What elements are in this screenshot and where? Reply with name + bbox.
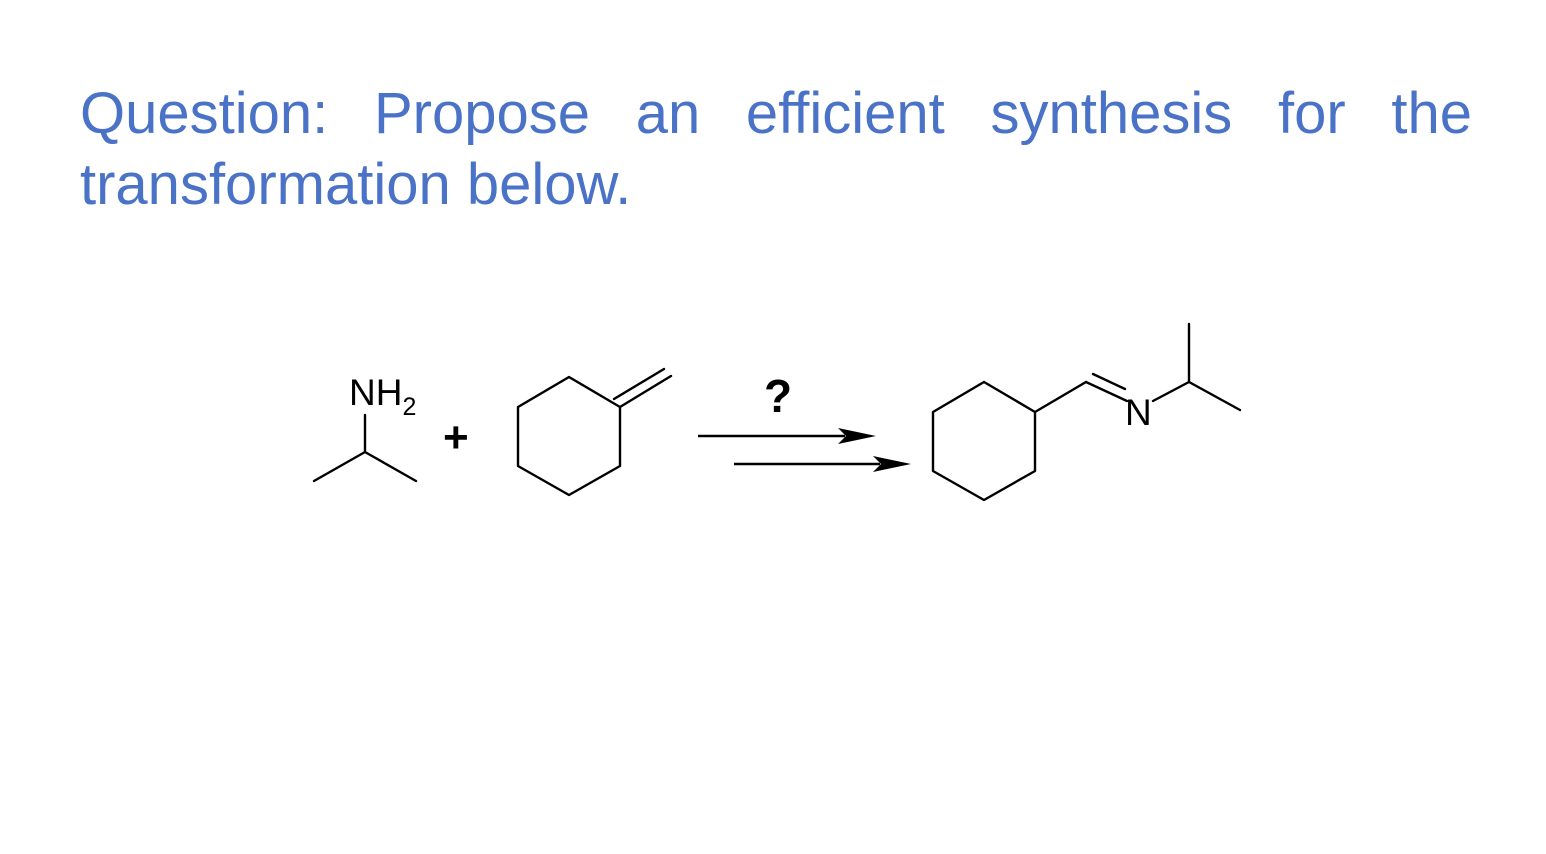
nh2-label: NH2 xyxy=(349,372,416,421)
reagent-question-mark: ? xyxy=(764,370,792,422)
isopropylamine-structure xyxy=(312,413,418,483)
exocyclic-double-bond-inner xyxy=(612,367,666,401)
nitrogen-label: N xyxy=(1125,392,1152,433)
plus-sign: + xyxy=(443,413,469,462)
nh-text: NH xyxy=(349,372,402,413)
imine-product-structure xyxy=(931,322,1242,502)
reaction-arrows xyxy=(698,428,911,472)
arrow-bottom-head xyxy=(873,456,911,472)
methylenecyclohexane-structure xyxy=(516,367,673,497)
bond-ring-ch xyxy=(1033,380,1088,414)
exocyclic-double-bond-outer xyxy=(618,374,673,409)
question-text: Question: Propose an efficient synthesis… xyxy=(80,81,1472,217)
bond-ch-methyl-right xyxy=(1187,380,1242,412)
cyclohexane-ring xyxy=(516,375,622,497)
bond-c-methyl-left xyxy=(312,450,367,483)
bond-c-methyl-right xyxy=(363,450,418,483)
nh2-subscript: 2 xyxy=(402,393,416,421)
bond-n-ch xyxy=(1151,380,1191,403)
bond-c-n-double-inner xyxy=(1091,372,1127,391)
bond-c-n-double-outer xyxy=(1084,380,1129,403)
arrow-top-head xyxy=(838,428,876,444)
product-cyclohexane-ring xyxy=(931,380,1037,502)
